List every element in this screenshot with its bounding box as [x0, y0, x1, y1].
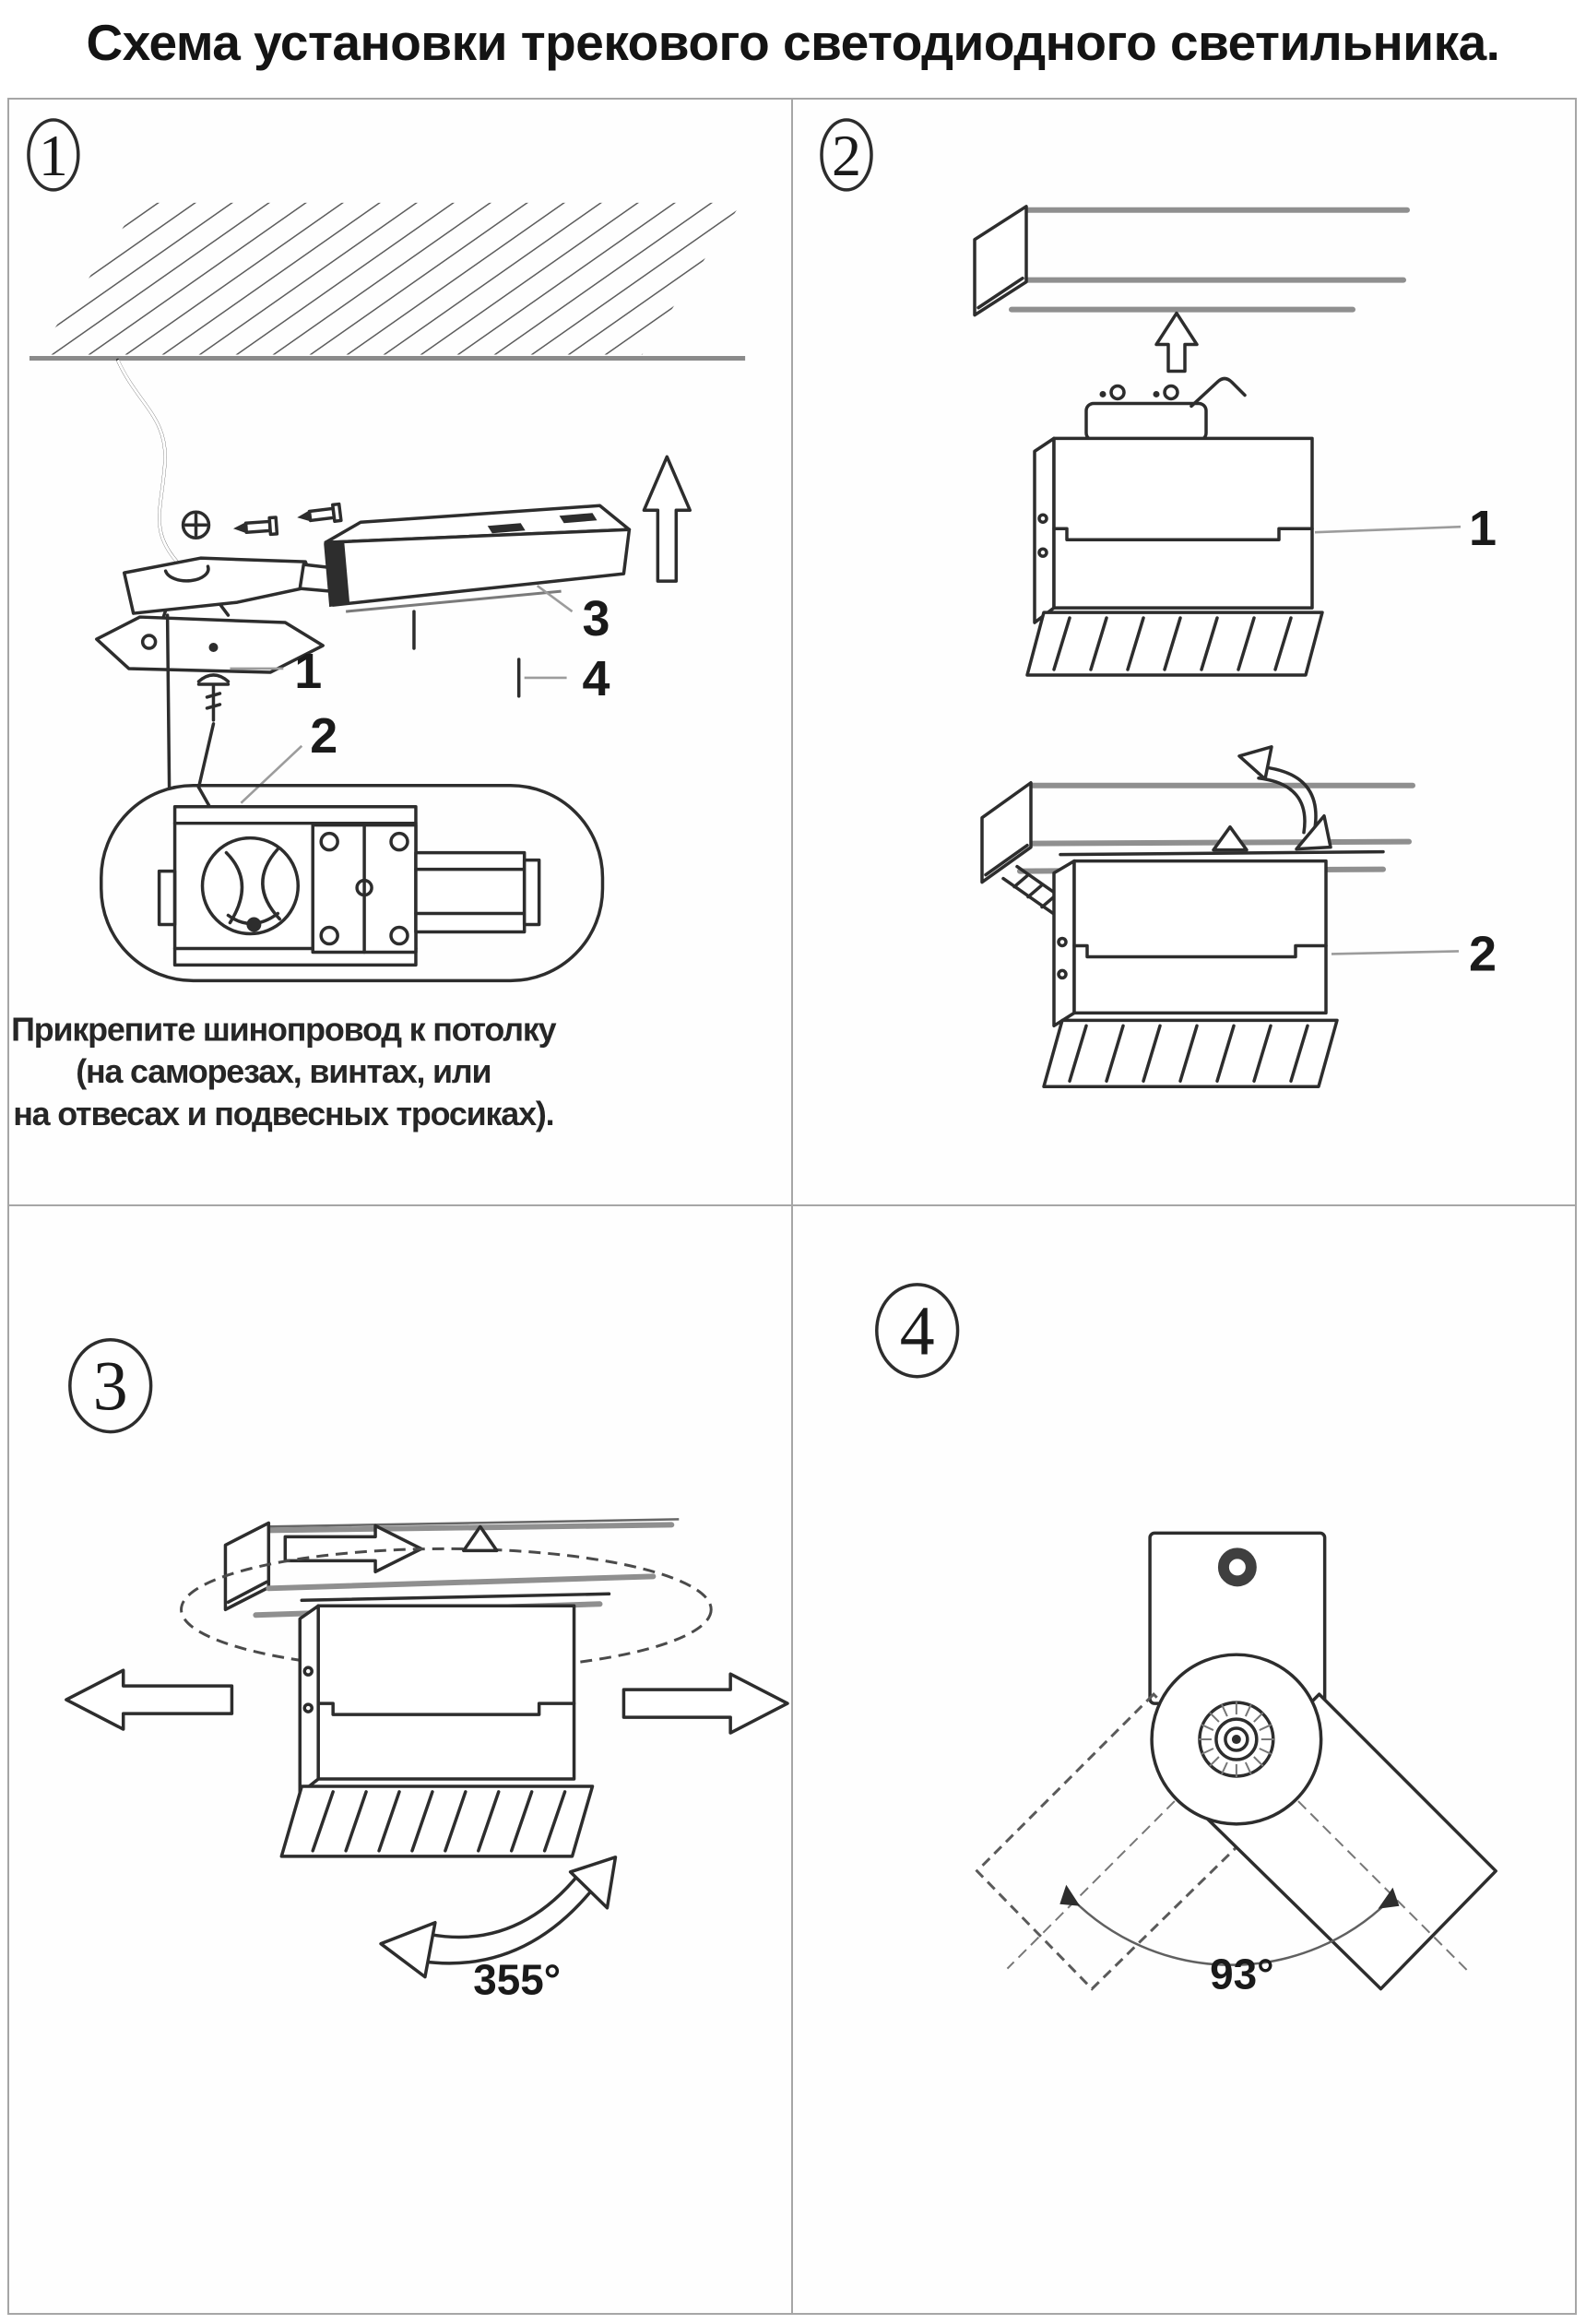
part-label-1: 1 [294, 644, 322, 699]
step-number-badge: 1 [27, 118, 80, 192]
track-rail [223, 1518, 680, 1618]
ceiling [29, 202, 746, 362]
rotation-angle-arrow-icon [379, 1856, 618, 1979]
rotation-arrow-icon [1237, 745, 1332, 851]
caption-line-3: на отвесах и подвесных тросиках). [13, 1095, 553, 1132]
spotlight-fixture-mounted: 2 [1042, 824, 1497, 1088]
track-segment [324, 504, 632, 613]
track-rail-top [973, 205, 1410, 317]
up-arrow-icon [642, 455, 692, 583]
part-label-2: 2 [1469, 926, 1497, 981]
spotlight-fixture [279, 1524, 611, 1858]
screw-icons [181, 502, 343, 540]
part-label-4: 4 [583, 651, 610, 706]
step-number-badge: 4 [875, 1283, 960, 1379]
step-number: 3 [93, 1348, 128, 1426]
panel-3: 3 [9, 1206, 793, 2313]
caption: Прикрепите шинопровод к потолку (на само… [11, 1010, 558, 1132]
spotlight-fixture: 1 [1025, 376, 1497, 677]
slide-arrow-on-track-icon [283, 1524, 423, 1574]
tilt-angle-label: 93° [1210, 1951, 1273, 1998]
panel-4: 4 [793, 1206, 1575, 2313]
step-number: 4 [900, 1293, 935, 1370]
slide-left-arrow-icon [65, 1668, 234, 1731]
panel-1: 1 [9, 100, 793, 1206]
bracket-hole [1217, 1547, 1257, 1587]
part-label-1: 1 [1469, 501, 1497, 556]
part-label-3: 3 [583, 591, 610, 646]
tilt-angle-arc [1059, 1884, 1400, 1966]
caption-line-2: (на саморезах, винтах, или [76, 1052, 491, 1090]
callout-bubble [100, 784, 605, 983]
slide-right-arrow-icon [621, 1672, 789, 1735]
diagram-grid: 1 [7, 98, 1577, 2315]
connector-detail [157, 804, 541, 967]
up-arrow-icon [1154, 311, 1199, 374]
step-number: 2 [832, 123, 861, 188]
step-number-badge: 2 [820, 118, 873, 192]
page-title: Схема установки трекового светодиодного … [86, 14, 1500, 71]
caption-line-1: Прикрепите шинопровод к потолку [11, 1010, 556, 1048]
panel-2: 2 [793, 100, 1575, 1206]
part-label-2: 2 [310, 708, 337, 764]
mounting-screw-icon [196, 673, 231, 722]
rotation-angle-label: 355° [473, 1956, 561, 2004]
step-number: 1 [39, 123, 68, 188]
part-labels: 1 2 3 4 [230, 585, 610, 804]
step-number-badge: 3 [68, 1338, 153, 1434]
pivot-joint [1150, 1653, 1323, 1826]
power-feed-connector [95, 556, 337, 722]
